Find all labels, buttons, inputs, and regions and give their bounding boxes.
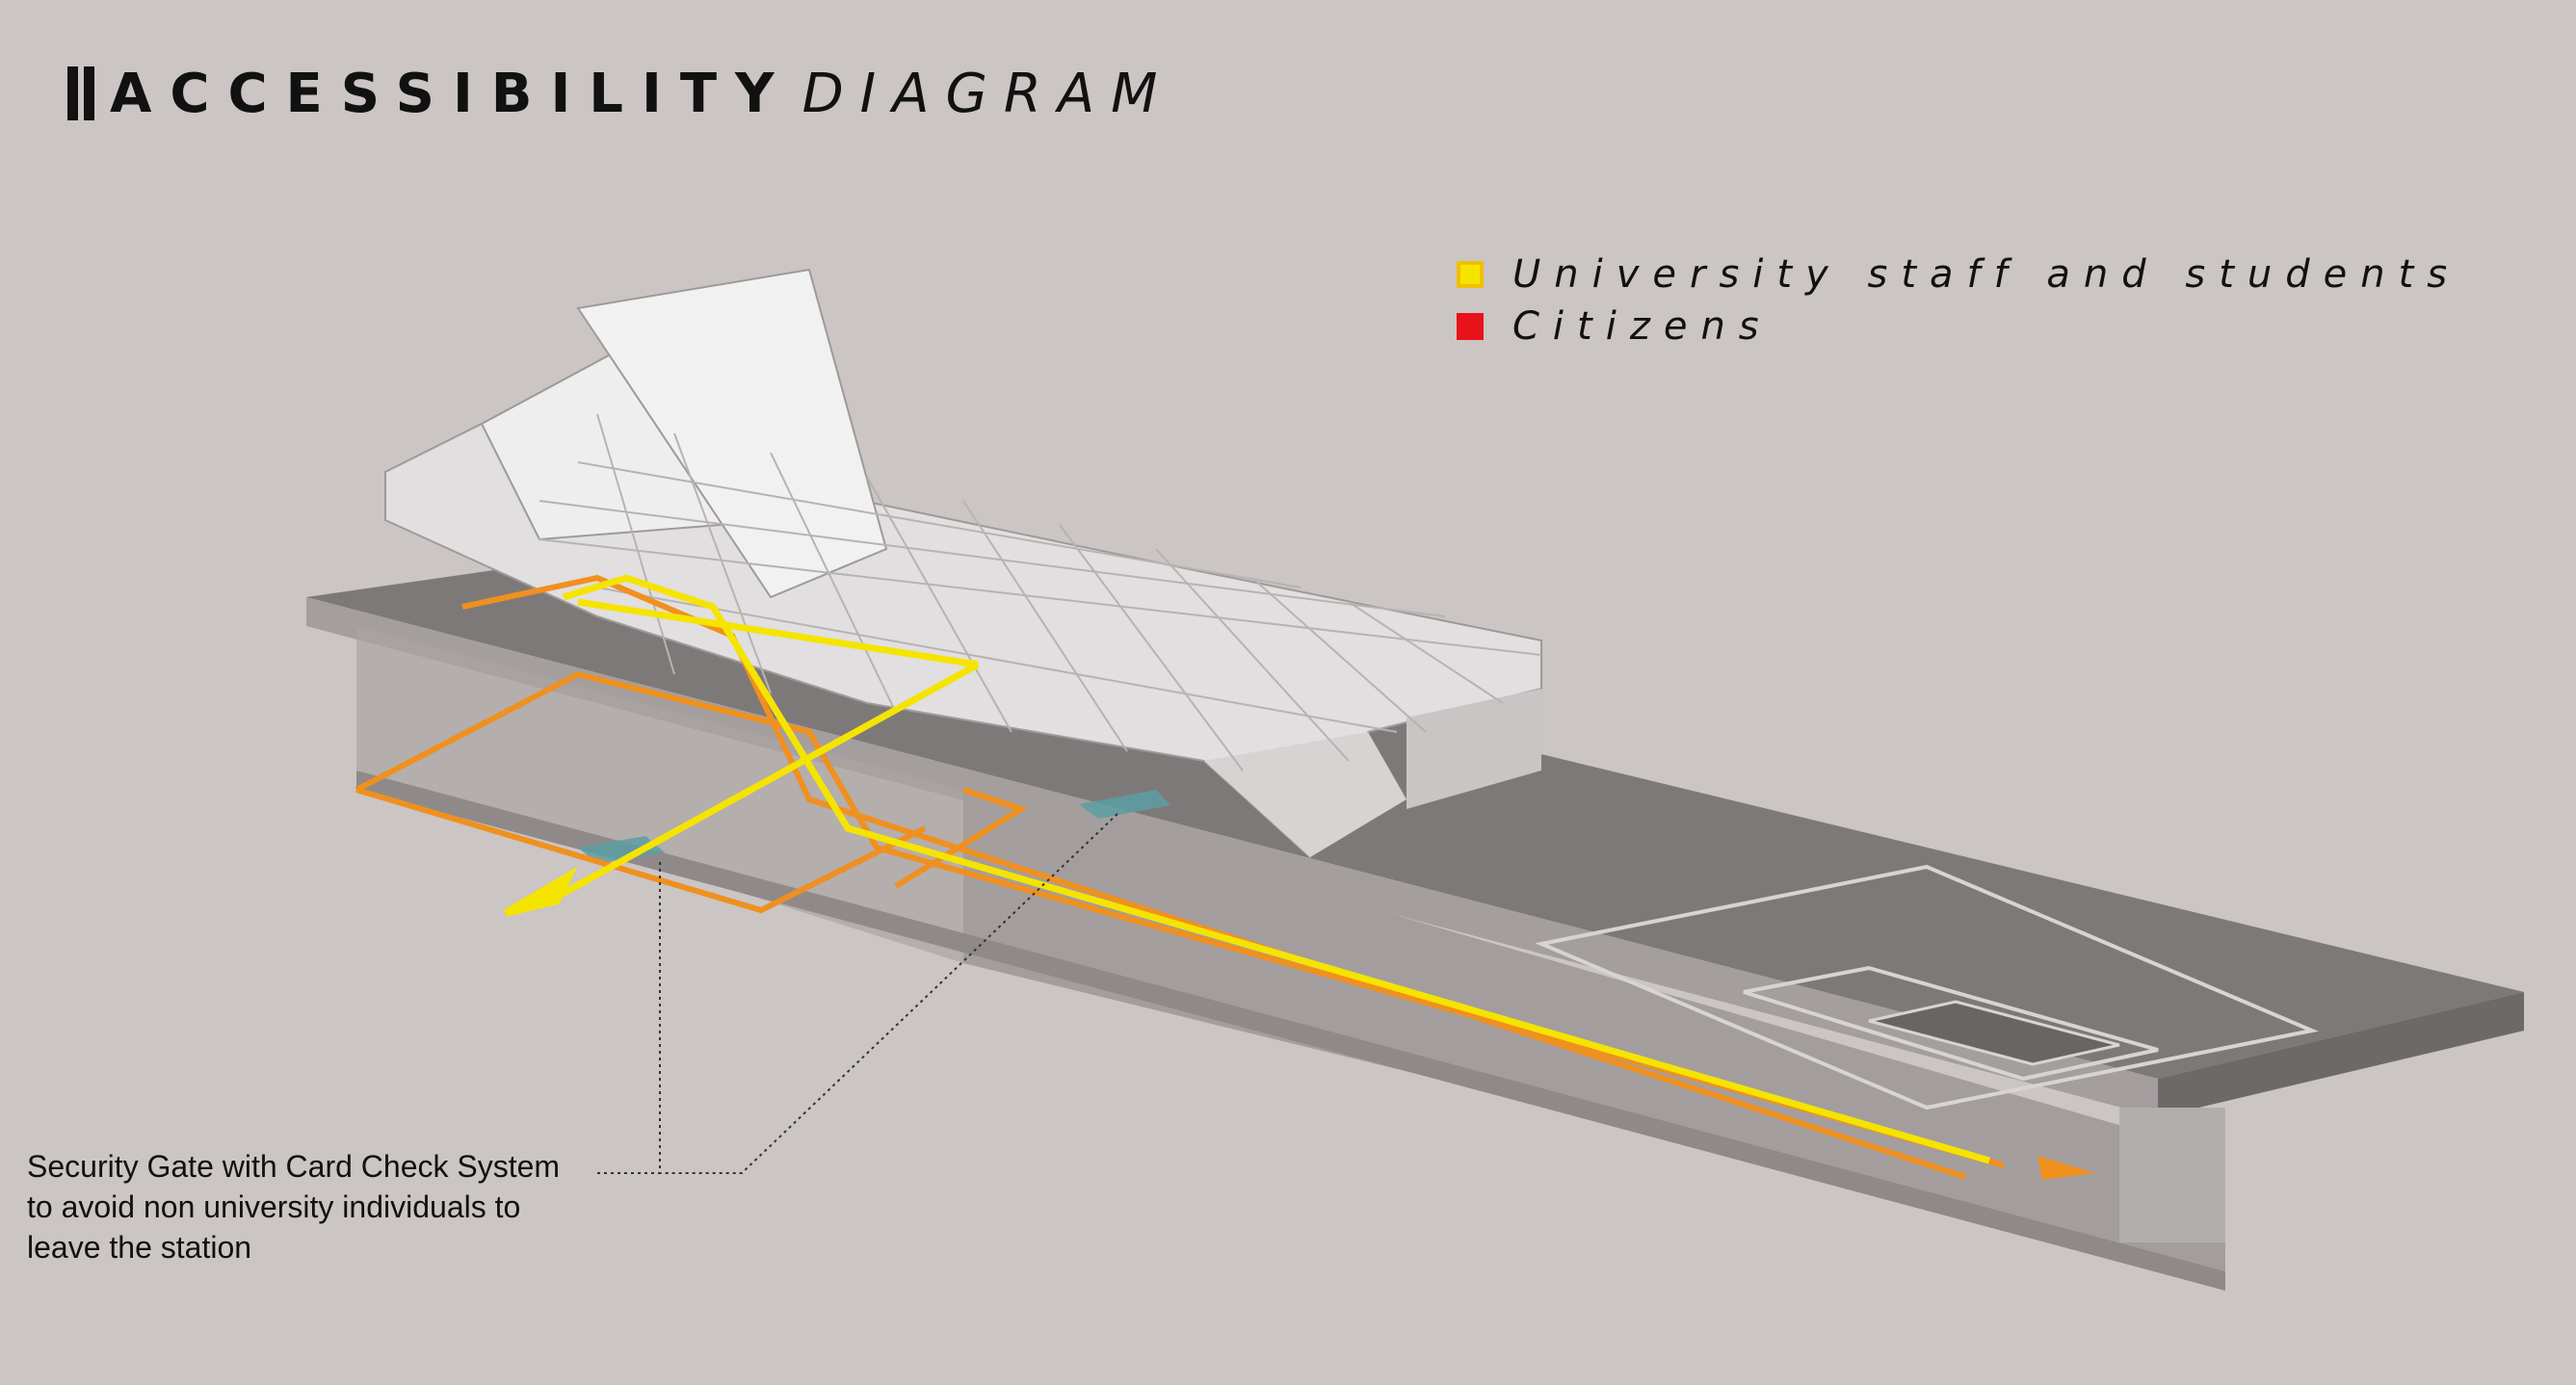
annotation-line-1: Security Gate with Card Check System [27,1146,624,1187]
annotation-line-2: to avoid non university individuals to [27,1187,624,1227]
security-gate-annotation: Security Gate with Card Check System to … [27,1146,624,1267]
arrow-yellow [506,876,568,913]
annotation-line-3: leave the station [27,1227,624,1267]
